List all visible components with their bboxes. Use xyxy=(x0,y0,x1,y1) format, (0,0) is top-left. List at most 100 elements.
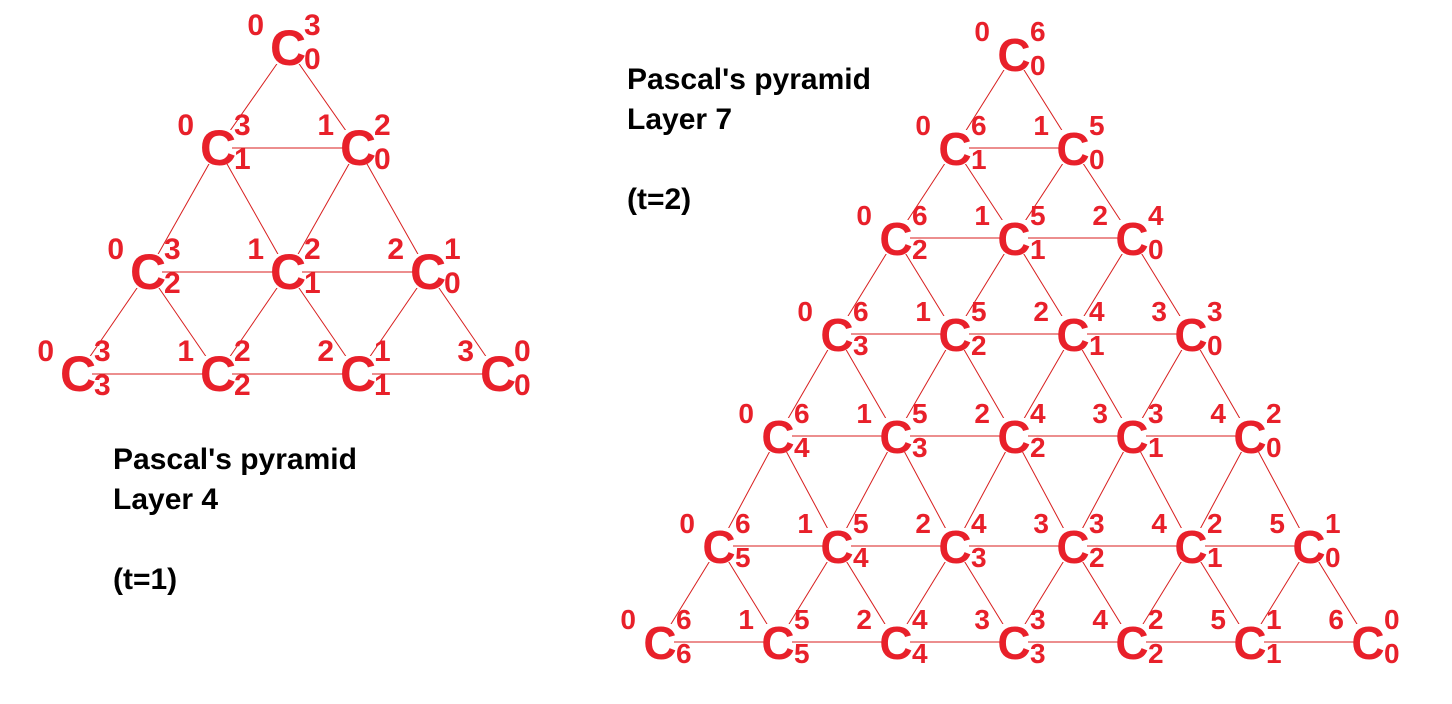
left-diagonal-edge xyxy=(954,435,1015,547)
right-pyramid-caption: Pascal's pyramid Layer 7 (t=2) xyxy=(627,60,871,220)
term-backdrop xyxy=(764,624,792,658)
term-superscript: 0 xyxy=(514,335,531,368)
term-symbol: C xyxy=(130,244,166,300)
term-symbol: C xyxy=(879,617,912,669)
term-backdrop xyxy=(1177,528,1205,562)
term-symbol: C xyxy=(480,346,516,402)
term-subscript: 0 xyxy=(1089,144,1105,175)
term-superscript: 6 xyxy=(735,508,751,539)
term-prefix: 3 xyxy=(974,604,990,635)
term-symbol: C xyxy=(270,20,306,76)
term-backdrop xyxy=(823,528,851,562)
term-symbol: C xyxy=(410,244,446,300)
term-prefix: 1 xyxy=(317,109,334,142)
term-backdrop xyxy=(1000,36,1028,70)
term-backdrop xyxy=(274,30,302,64)
term-superscript: 4 xyxy=(1089,296,1105,327)
term-prefix: 6 xyxy=(1328,604,1344,635)
term-symbol: C xyxy=(997,29,1030,81)
term-prefix: 1 xyxy=(177,335,194,368)
term-symbol: C xyxy=(200,346,236,402)
term-subscript: 0 xyxy=(1207,330,1223,361)
left-diagonal-edge xyxy=(147,147,219,273)
term-backdrop xyxy=(1118,418,1146,452)
term-symbol: C xyxy=(1233,411,1266,463)
term-subscript: 1 xyxy=(234,143,251,176)
term-superscript: 2 xyxy=(1266,398,1282,429)
term-superscript: 4 xyxy=(1030,398,1046,429)
term-subscript: 0 xyxy=(1148,234,1164,265)
term-subscript: 2 xyxy=(1030,432,1046,463)
term-superscript: 1 xyxy=(1266,604,1282,635)
term-symbol: C xyxy=(938,521,971,573)
term-superscript: 3 xyxy=(234,109,251,142)
term-backdrop xyxy=(1177,316,1205,350)
term-prefix: 2 xyxy=(387,233,404,266)
left-pyramid-edges xyxy=(77,47,499,375)
left-diagonal-edge xyxy=(1072,435,1133,547)
left-pyramid-caption: Pascal's pyramid Layer 4 (t=1) xyxy=(113,440,357,600)
term-symbol: C xyxy=(1351,617,1384,669)
term-subscript: 2 xyxy=(164,267,181,300)
term-prefix: 0 xyxy=(797,296,813,327)
term-subscript: 0 xyxy=(304,43,321,76)
left-diagonal-edge xyxy=(287,147,359,273)
term-subscript: 1 xyxy=(1089,330,1105,361)
term-backdrop xyxy=(204,356,232,390)
term-symbol: C xyxy=(1115,213,1148,265)
term-symbol: C xyxy=(879,213,912,265)
term-superscript: 5 xyxy=(1089,110,1105,141)
left-caption-layer: Layer 4 xyxy=(113,483,219,516)
right-caption-layer: Layer 7 xyxy=(627,103,733,136)
term-prefix: 5 xyxy=(1210,604,1226,635)
term-subscript: 1 xyxy=(1266,638,1282,669)
term-superscript: 3 xyxy=(94,335,111,368)
left-caption-title: Pascal's pyramid xyxy=(113,443,357,476)
term-prefix: 1 xyxy=(915,296,931,327)
term-prefix: 3 xyxy=(1151,296,1167,327)
right-caption-title: Pascal's pyramid xyxy=(627,63,871,96)
term-subscript: 0 xyxy=(1325,542,1341,573)
term-superscript: 1 xyxy=(374,335,391,368)
term-superscript: 3 xyxy=(164,233,181,266)
term-backdrop xyxy=(64,356,92,390)
term-prefix: 2 xyxy=(1092,200,1108,231)
term-superscript: 2 xyxy=(1148,604,1164,635)
term-prefix: 2 xyxy=(1033,296,1049,327)
term-superscript: 4 xyxy=(971,508,987,539)
term-symbol: C xyxy=(997,213,1030,265)
term-backdrop xyxy=(1059,130,1087,164)
term-backdrop xyxy=(882,418,910,452)
term-superscript: 5 xyxy=(794,604,810,635)
term-subscript: 6 xyxy=(676,638,692,669)
term-backdrop xyxy=(823,316,851,350)
term-backdrop xyxy=(1295,528,1323,562)
term-backdrop xyxy=(344,356,372,390)
term-prefix: 0 xyxy=(915,110,931,141)
left-diagonal-edge xyxy=(718,435,779,547)
term-symbol: C xyxy=(761,411,794,463)
term-subscript: 2 xyxy=(912,234,928,265)
term-backdrop xyxy=(1000,220,1028,254)
term-backdrop xyxy=(484,356,512,390)
term-subscript: 0 xyxy=(444,267,461,300)
term-symbol: C xyxy=(1056,123,1089,175)
term-symbol: C xyxy=(1056,309,1089,361)
term-backdrop xyxy=(1059,528,1087,562)
term-prefix: 0 xyxy=(177,109,194,142)
right-diagonal-edge xyxy=(217,147,289,273)
